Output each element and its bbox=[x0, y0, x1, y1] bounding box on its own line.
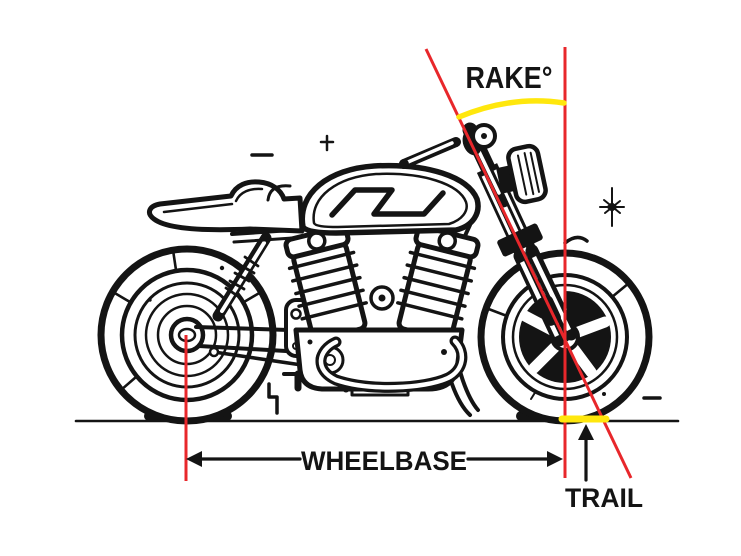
plus-mark bbox=[319, 134, 335, 152]
rake-label: RAKE° bbox=[466, 60, 553, 95]
handlebar bbox=[399, 123, 497, 169]
front-fork bbox=[476, 163, 578, 347]
arc-mark bbox=[266, 184, 292, 202]
trail-arrow bbox=[578, 424, 594, 482]
motorcycle-illustration bbox=[97, 122, 662, 425]
seat-and-tail bbox=[147, 179, 305, 234]
wheelbase-arrow bbox=[186, 451, 563, 467]
front-cylinder bbox=[396, 224, 481, 342]
sparkle-icon bbox=[599, 187, 625, 227]
step-mark bbox=[267, 382, 279, 415]
rake-angle-arc bbox=[456, 98, 567, 120]
engine bbox=[283, 224, 481, 397]
tank-stripe bbox=[329, 187, 446, 218]
fuel-tank bbox=[299, 162, 481, 236]
headlight bbox=[496, 143, 548, 205]
steering-axis-line bbox=[424, 48, 633, 479]
trail-label: TRAIL bbox=[565, 483, 643, 513]
decorations bbox=[250, 134, 662, 415]
exhaust-pipe bbox=[315, 335, 468, 393]
wheelbase-label: WHEELBASE bbox=[301, 446, 467, 476]
rear-shock bbox=[212, 232, 272, 322]
